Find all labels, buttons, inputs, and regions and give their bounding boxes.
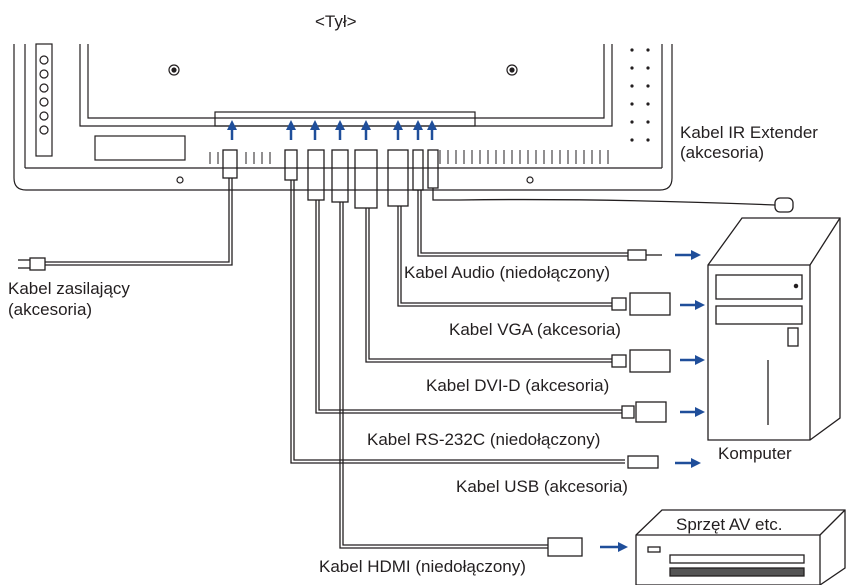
device-arrows — [600, 250, 705, 552]
dvi-cable-label: Kabel DVI-D (akcesoria) — [426, 376, 610, 395]
computer-tower — [707, 217, 841, 441]
av-device-label: Sprzęt AV etc. — [676, 515, 783, 534]
computer-label: Komputer — [718, 444, 792, 463]
ir-extender-sublabel: (akcesoria) — [680, 143, 765, 162]
monitor-rear-panel — [13, 43, 673, 191]
vga-cable-label: Kabel VGA (akcesoria) — [449, 320, 621, 339]
audio-cable-label: Kabel Audio (niedołączony) — [404, 263, 611, 282]
power-cable-sublabel: (akcesoria) — [8, 300, 93, 319]
rs232-cable-label: Kabel RS-232C (niedołączony) — [367, 430, 601, 449]
view-title: <Tył> — [315, 12, 357, 31]
cables — [18, 149, 794, 557]
power-cable-label: Kabel zasilający — [8, 279, 130, 298]
av-device — [635, 509, 846, 585]
port-arrows — [227, 120, 437, 140]
ir-extender-label: Kabel IR Extender — [680, 123, 818, 142]
hdmi-cable-label: Kabel HDMI (niedołączony) — [319, 557, 526, 576]
usb-cable-label: Kabel USB (akcesoria) — [456, 477, 628, 496]
